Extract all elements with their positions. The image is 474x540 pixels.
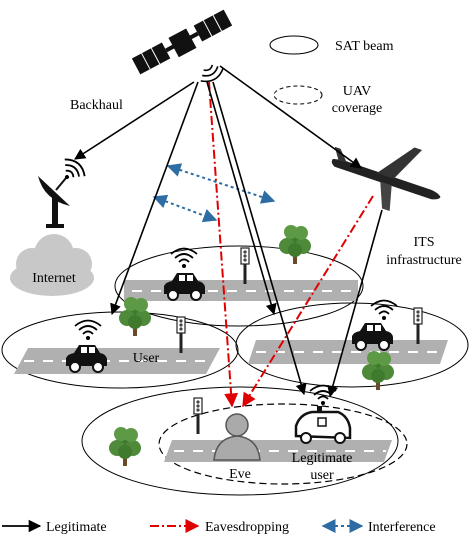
internet-label: Internet [32, 271, 76, 286]
eavesdropping-arrow-from-uav [242, 195, 374, 408]
legitimate-arrow-to-user [110, 81, 199, 316]
road-bottom [164, 440, 392, 462]
ground-station-icon [38, 176, 70, 228]
eavesdropping-arrow-from-satellite [208, 81, 239, 408]
internet-cloud-icon [10, 234, 94, 296]
its-label-line1: ITS [414, 235, 435, 250]
uav-coverage-label-line2: coverage [332, 101, 383, 116]
traffic-light-icon [240, 247, 250, 285]
sat-beam-ellipse-right [235, 302, 469, 388]
legitimate-user-label-line1: Legitimate [292, 451, 353, 466]
legitimate-user-car-icon [294, 406, 352, 444]
satellite-signal-icon [200, 64, 225, 83]
tree-icon [109, 427, 141, 466]
road-right [248, 340, 448, 364]
wifi-icon [54, 154, 90, 188]
eve-person-icon [213, 413, 261, 461]
road-top [124, 280, 358, 301]
legend: Legitimate Eavesdropping Interference [2, 519, 436, 535]
legitimate-arrow-uav-to-user [327, 209, 383, 398]
uav-coverage-label-line1: UAV [343, 84, 372, 99]
tree-icon [279, 225, 311, 264]
uav-coverage-legend-swatch [273, 85, 323, 105]
wifi-icon [370, 299, 398, 321]
tree-icon [119, 297, 151, 336]
satellite-icon [131, 9, 233, 75]
traffic-light-icon [413, 307, 423, 345]
legitimate-arrow-to-legitimate-user [212, 81, 307, 396]
interference-arrow [166, 163, 276, 204]
legitimate-user-label-line2: user [310, 468, 334, 483]
sat-beam-label: SAT beam [335, 39, 394, 54]
legitimate-arrow-to-its-car [206, 81, 277, 316]
its-label-line2: infrastructure [386, 253, 461, 268]
traffic-light-icon [176, 316, 186, 354]
legitimate-arrow-to-uav [219, 65, 362, 169]
wifi-icon [170, 247, 198, 269]
uav-drone-icon [331, 146, 441, 211]
wifi-icon [74, 319, 102, 341]
interference-arrow [152, 194, 218, 223]
backhaul-link [74, 81, 195, 160]
uav-coverage-ellipse [158, 403, 408, 485]
sat-beam-ellipse-top [114, 245, 364, 327]
user-label: User [133, 351, 160, 366]
sat-beam-legend-swatch [269, 35, 319, 55]
legend-legitimate-label: Legitimate [46, 520, 107, 535]
eve-label: Eve [229, 467, 251, 482]
backhaul-label: Backhaul [70, 98, 123, 113]
legend-interference-label: Interference [368, 520, 436, 535]
road-left [14, 348, 220, 374]
legend-eavesdropping-label: Eavesdropping [205, 520, 289, 535]
sat-beam-ellipse-bottom [81, 386, 399, 496]
